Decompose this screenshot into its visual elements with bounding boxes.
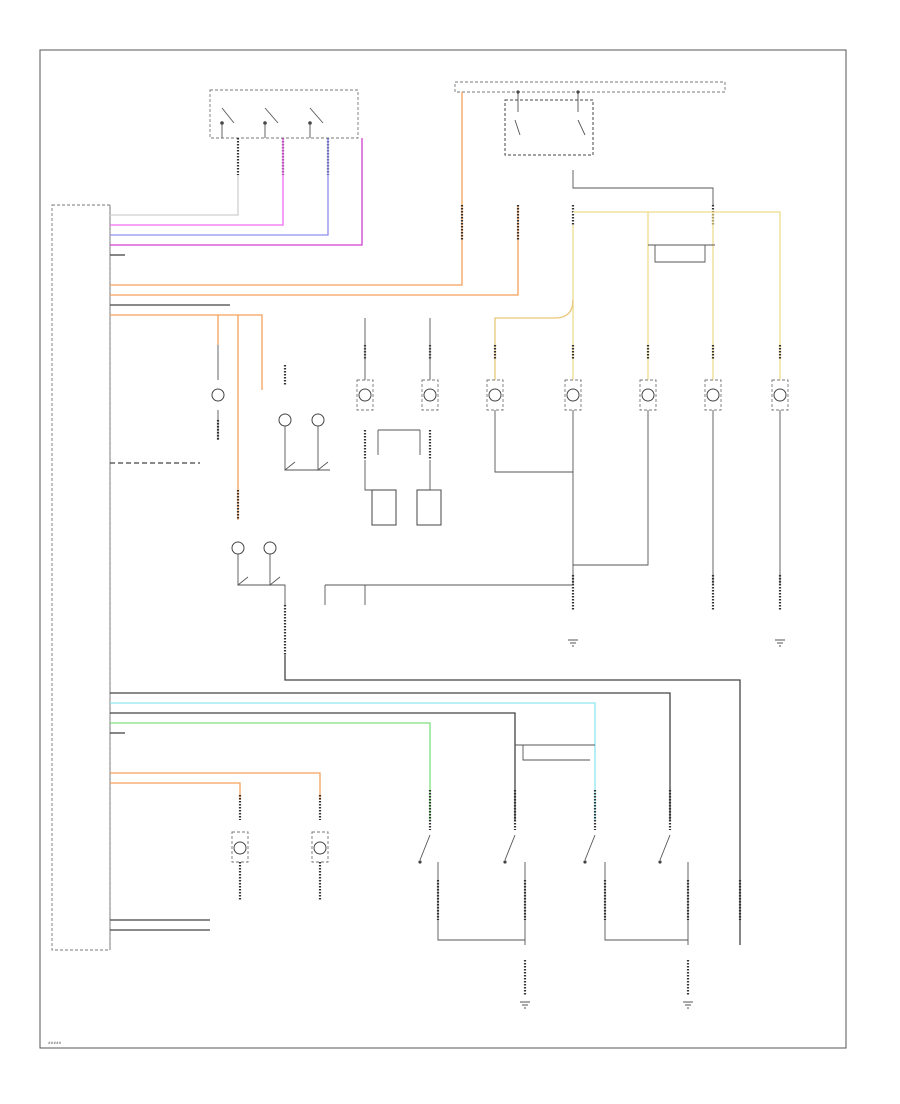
ground-connectors-lower — [523, 960, 690, 995]
mirror-modules — [363, 429, 442, 526]
connector-lower-4 — [238, 862, 322, 900]
wire-cyan-1 — [110, 702, 596, 820]
door-switches — [418, 790, 742, 945]
courtesy-lamp-2 — [263, 541, 277, 555]
wire-orange-3 — [110, 314, 263, 345]
wire-black-7 — [110, 919, 210, 931]
wire-orange-8 — [110, 782, 241, 800]
lamp-row-lower — [231, 831, 329, 863]
wire-pink-1 — [110, 138, 284, 226]
wire-black-5 — [110, 712, 516, 820]
wire-orange-1 — [110, 92, 463, 286]
wire-white-1 — [110, 175, 239, 216]
top-switch-assembly — [209, 89, 359, 139]
wire-yellow-bus — [573, 211, 781, 380]
diagram-frame — [39, 49, 847, 1049]
wire-black-4 — [110, 692, 671, 820]
lamp-row-upper — [211, 379, 789, 411]
courtesy-lamp — [231, 541, 245, 555]
relay-assembly — [454, 81, 726, 156]
ground-bus — [324, 584, 573, 605]
wire-tan-1 — [494, 299, 574, 380]
splice-box-top — [648, 244, 715, 263]
ground-symbols-lower — [520, 1001, 693, 1009]
diagram-code: ##### — [48, 1041, 62, 1045]
ground-connectors — [571, 575, 782, 610]
dome-switch — [284, 426, 330, 471]
dome-lamp — [278, 413, 292, 427]
wire-blue-1 — [110, 138, 329, 236]
ground-symbols-upper — [568, 639, 785, 647]
wire-green-1 — [110, 722, 431, 820]
control-module-outline — [51, 204, 111, 951]
wire-orange-2 — [110, 205, 519, 296]
wire-lavender — [364, 318, 431, 380]
wire-magenta-1 — [110, 138, 363, 246]
dome-lamp-2 — [311, 413, 325, 427]
lamp-ground-wires — [494, 410, 781, 585]
fuse-bus — [572, 170, 714, 205]
wire-orange-7 — [110, 772, 321, 800]
splice-box-lower — [515, 744, 595, 761]
lower-switch — [237, 554, 286, 605]
connector-lower-3 — [238, 795, 322, 820]
wire-black-return — [284, 655, 741, 945]
fuse-connectors — [571, 205, 715, 225]
